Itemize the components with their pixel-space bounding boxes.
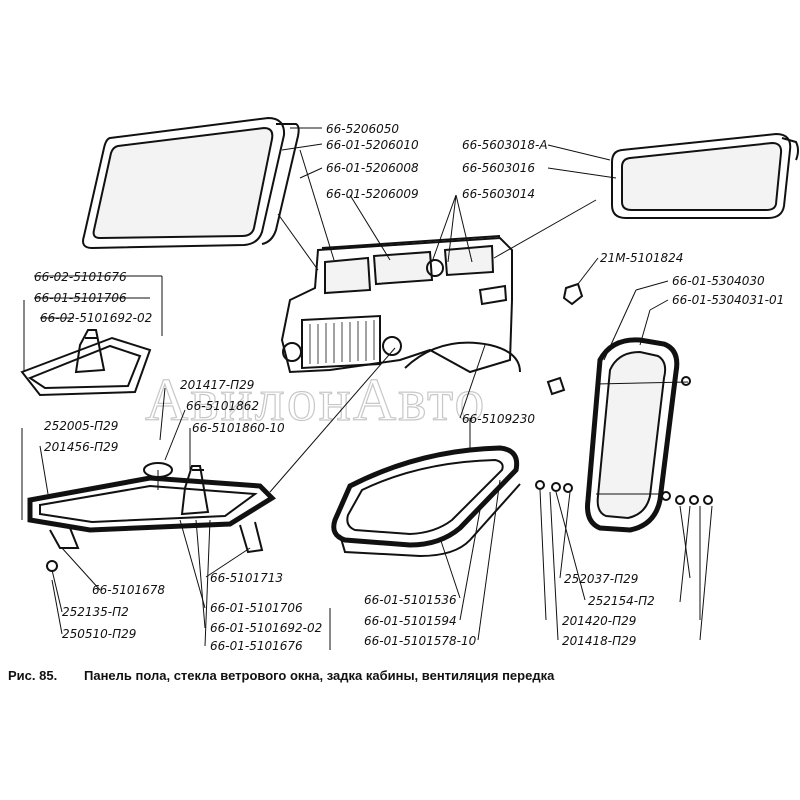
label-66-01-5101676: 66-01-5101676 [210, 639, 303, 653]
rear-window [585, 337, 691, 533]
label-66-01-5206009: 66-01-5206009 [326, 187, 419, 201]
label-252135-p2: 252135-П2 [62, 605, 129, 619]
label-66-01-5101594: 66-01-5101594 [364, 614, 457, 628]
label-66-5101713: 66-5101713 [210, 571, 283, 585]
label-252005-p29: 252005-П29 [44, 419, 118, 433]
caption-number: Рис. 85. [8, 668, 57, 683]
figure-caption: Рис. 85. Панель пола, стекла ветрового о… [8, 668, 555, 683]
label-66-02-5101692-02: 66-02-5101692-02 [40, 311, 152, 325]
windshield-glass-right [611, 132, 799, 219]
fittings [535, 282, 713, 505]
label-21m-5101824: 21М-5101824 [600, 251, 683, 265]
label-66-5101678: 66-5101678 [92, 583, 165, 597]
label-66-01-5101692-02: 66-01-5101692-02 [210, 621, 322, 635]
label-66-01-5304030: 66-01-5304030 [672, 274, 765, 288]
watermark: АвилонАвто [145, 367, 486, 433]
label-66-01-5101578-10: 66-01-5101578-10 [364, 634, 477, 648]
leader-lines [21, 127, 713, 650]
caption-text: Панель пола, стекла ветрового окна, задк… [84, 668, 555, 683]
label-201456-p29: 201456-П29 [44, 440, 118, 454]
label-66-5603016: 66-5603016 [462, 161, 535, 175]
label-66-01-5101536: 66-01-5101536 [364, 593, 457, 607]
floor-panel-main [27, 462, 276, 572]
truck-cab [280, 235, 521, 374]
label-66-5109230: 66-5109230 [462, 412, 535, 426]
label-66-5101860-10: 66-5101860-10 [192, 421, 285, 435]
label-201420-p29: 201420-П29 [562, 614, 636, 628]
vent-frame [331, 445, 521, 558]
label-252154-p2: 252154-П2 [588, 594, 655, 608]
label-66-01-5101706: 66-01-5101706 [34, 291, 127, 305]
label-201417-p29: 201417-П29 [180, 378, 254, 392]
label-66-5206050: 66-5206050 [326, 122, 399, 136]
label-250510-p29: 250510-П29 [62, 627, 136, 641]
label-66-01-5304031-01: 66-01-5304031-01 [672, 293, 784, 307]
label-66-02-5101676: 66-02-5101676 [34, 270, 127, 284]
label-201418-p29: 201418-П29 [562, 634, 636, 648]
label-66-5603014: 66-5603014 [462, 187, 535, 201]
label-66-01-5101706-b: 66-01-5101706 [210, 601, 303, 615]
floor-panel-small [20, 329, 152, 397]
label-252037-p29: 252037-П29 [564, 572, 638, 586]
label-66-01-5206010: 66-01-5206010 [326, 138, 419, 152]
label-66-01-5206008: 66-01-5206008 [326, 161, 419, 175]
label-66-5101862: 66-5101862 [186, 399, 259, 413]
windshield-glass-left [82, 116, 300, 250]
label-66-5603018-a: 66-5603018-А [462, 138, 548, 152]
part-labels: 66-5206050 66-01-5206010 66-01-5206008 6… [34, 122, 784, 653]
